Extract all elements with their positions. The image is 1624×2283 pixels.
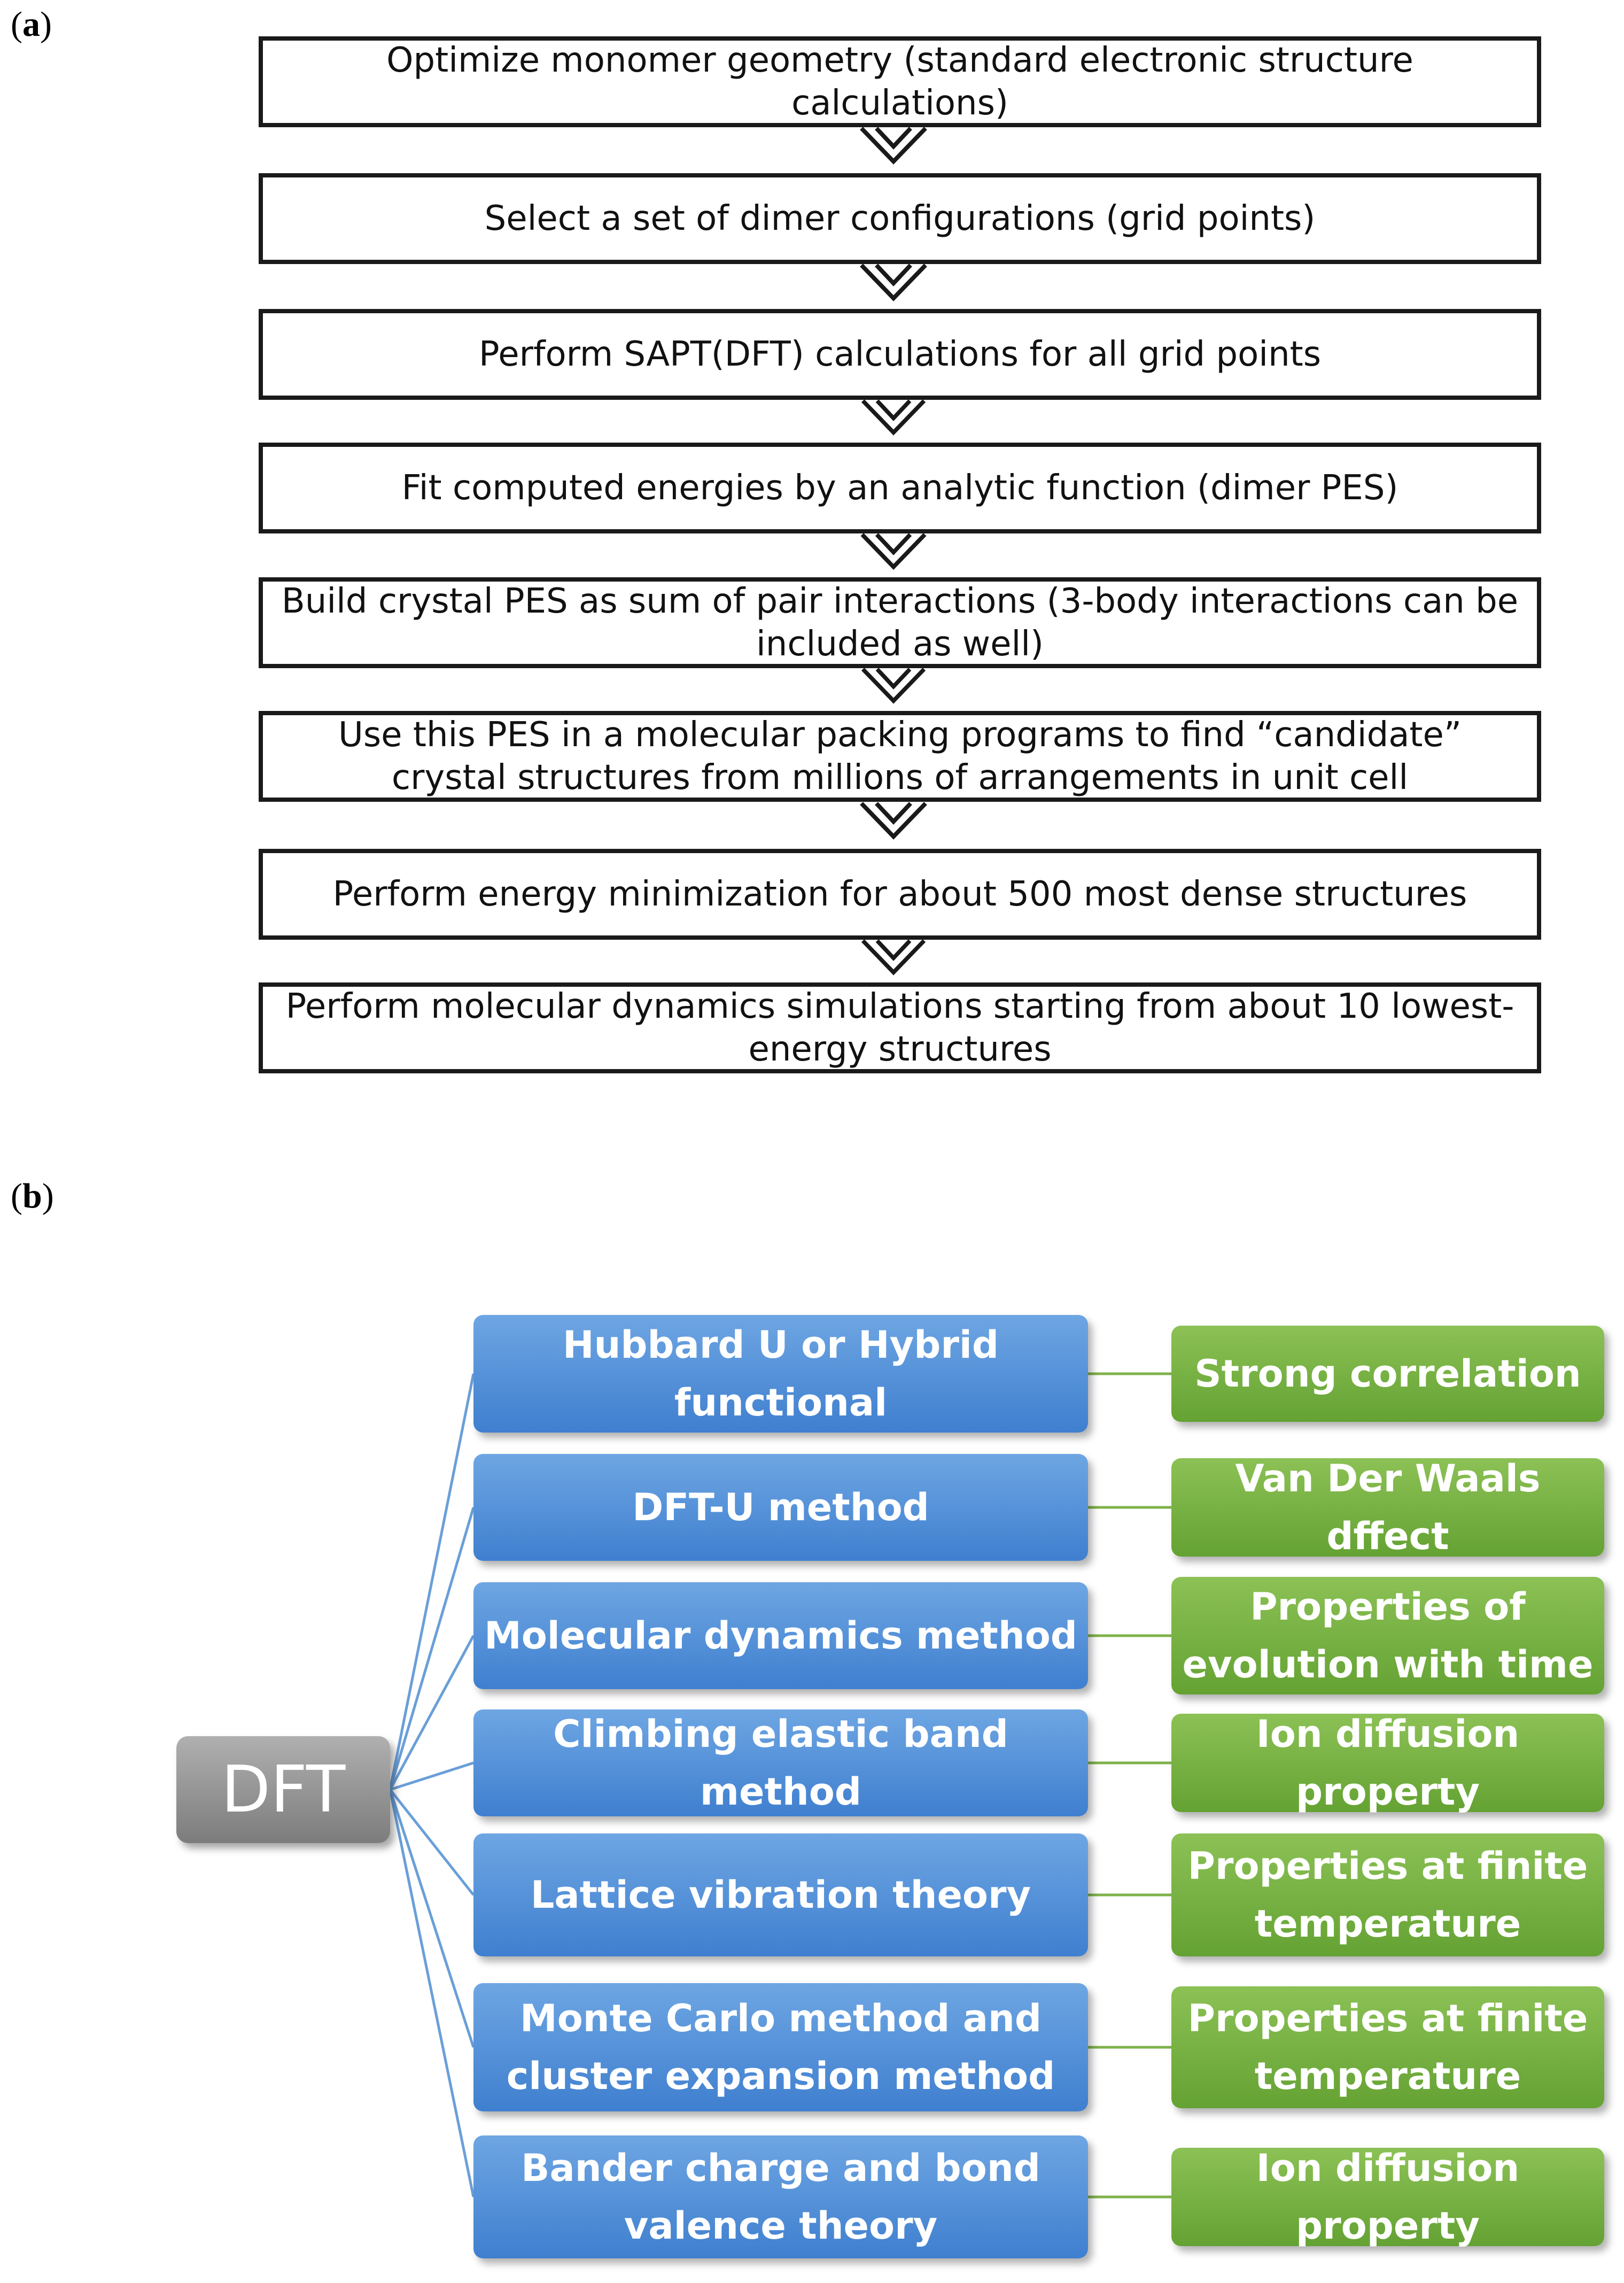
method-to-property-lines	[1088, 1372, 1171, 2199]
property-node-2: Van Der Waals dffect	[1171, 1457, 1604, 1558]
method-node-6: Monte Carlo method and cluster expansion…	[473, 1983, 1088, 2111]
panel-a-label: (a)	[11, 4, 52, 45]
method-node-4: Climbing elastic band method	[473, 1709, 1088, 1816]
flow-step-2: Select a set of dimer configurations (gr…	[259, 173, 1541, 264]
method-node-1: Hubbard U or Hybrid functional	[473, 1315, 1088, 1433]
label-letter: a	[22, 5, 40, 44]
label-paren-open: (	[11, 5, 22, 44]
root-node-dft: DFT	[176, 1736, 390, 1843]
flow-step-7: Perform energy minimization for about 50…	[259, 849, 1541, 940]
property-node-7: Ion diffusion property	[1171, 2146, 1604, 2248]
method-node-5: Lattice vibration theory	[473, 1833, 1088, 1956]
down-arrow-icon	[861, 399, 926, 436]
flow-step-1: Optimize monomer geometry (standard elec…	[259, 36, 1541, 127]
down-arrow-icon	[861, 939, 926, 976]
down-arrow-icon	[860, 127, 927, 165]
method-node-3: Molecular dynamics method	[473, 1582, 1088, 1689]
label-paren-close: )	[40, 5, 52, 44]
flow-step-4: Fit computed energies by an analytic fun…	[259, 443, 1541, 533]
method-node-2: DFT-U method	[473, 1454, 1088, 1561]
down-arrow-icon	[860, 264, 927, 301]
down-arrow-icon	[860, 802, 927, 840]
flow-step-6: Use this PES in a molecular packing prog…	[259, 711, 1541, 802]
flow-step-5: Build crystal PES as sum of pair interac…	[259, 577, 1541, 668]
method-node-7: Bander charge and bond valence theory	[473, 2135, 1088, 2258]
property-node-1: Strong correlation	[1171, 1326, 1604, 1422]
property-node-6: Properties at finite temperature	[1171, 1986, 1604, 2108]
flow-step-8: Perform molecular dynamics simulations s…	[259, 982, 1541, 1073]
down-arrow-icon	[861, 668, 926, 704]
label-paren-close: )	[42, 1177, 54, 1216]
property-node-4: Ion diffusion property	[1171, 1712, 1604, 1814]
property-node-3: Properties of evolution with time	[1171, 1577, 1604, 1694]
flow-step-3: Perform SAPT(DFT) calculations for all g…	[259, 309, 1541, 400]
panel-b-label: (b)	[11, 1176, 54, 1217]
down-arrow-icon	[860, 533, 927, 570]
label-letter: b	[22, 1177, 42, 1216]
root-to-method-lines	[388, 1373, 475, 2197]
property-node-5: Properties at finite temperature	[1171, 1833, 1604, 1956]
label-paren-open: (	[11, 1177, 22, 1216]
